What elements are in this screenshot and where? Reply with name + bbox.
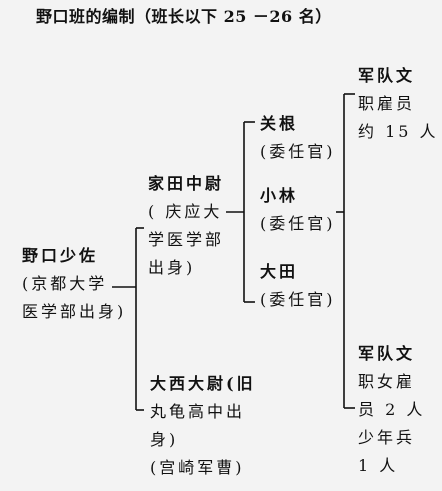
node-onishi: 大西大尉(旧 丸龟高中出 身) (宫崎军曹): [150, 370, 256, 482]
node-ota-rank: (委任官): [260, 290, 336, 309]
node-kobayashi-rank: (委任官): [260, 214, 336, 233]
node-civil-female-line-1: 军队文: [358, 344, 416, 363]
node-kobayashi: 小林 (委任官): [260, 182, 336, 238]
node-civil-female-line-4: 少年兵: [358, 428, 416, 447]
node-ieda-name: 家田中尉: [148, 174, 225, 193]
node-noguchi-detail-2: 医学部出身): [22, 302, 127, 321]
node-ota: 大田 (委任官): [260, 258, 336, 314]
node-noguchi-detail-1: (京都大学: [22, 274, 108, 293]
page-title: 野口班的编制（班长以下 25 －26 名）: [36, 7, 332, 26]
node-noguchi-name: 野口少佐: [22, 246, 99, 265]
node-civil-female-line-3: 员 2 人: [358, 400, 426, 419]
node-onishi-detail-1: 丸龟高中出: [150, 402, 246, 421]
node-ieda: 家田中尉 ( 庆应大 学医学部 出身): [148, 170, 224, 282]
node-kobayashi-name: 小林: [260, 186, 299, 205]
node-civil-male-line-2: 职雇员: [358, 94, 416, 113]
node-ieda-detail-1: ( 庆应大: [148, 202, 223, 221]
node-sekine-rank: (委任官): [260, 142, 336, 161]
node-onishi-name: 大西大尉(旧: [150, 374, 256, 393]
node-civil-male-line-3: 约 15 人: [358, 122, 439, 141]
node-sekine-name: 关根: [260, 114, 299, 133]
node-noguchi: 野口少佐 (京都大学 医学部出身): [22, 242, 126, 326]
node-ota-name: 大田: [260, 262, 299, 281]
node-onishi-detail-3: (宫崎军曹): [150, 458, 245, 477]
node-civil-female-line-2: 职女雇: [358, 372, 416, 391]
node-ieda-detail-3: 出身): [148, 258, 196, 277]
node-onishi-detail-2: 身): [150, 430, 179, 449]
node-civil-male: 军队文 职雇员 约 15 人: [358, 62, 439, 146]
node-civil-male-line-1: 军队文: [358, 66, 416, 85]
node-civil-female: 军队文 职女雇 员 2 人 少年兵 1 人: [358, 340, 425, 480]
node-civil-female-line-5: 1 人: [358, 456, 399, 475]
node-ieda-detail-2: 学医学部: [148, 230, 225, 249]
node-sekine: 关根 (委任官): [260, 110, 336, 166]
